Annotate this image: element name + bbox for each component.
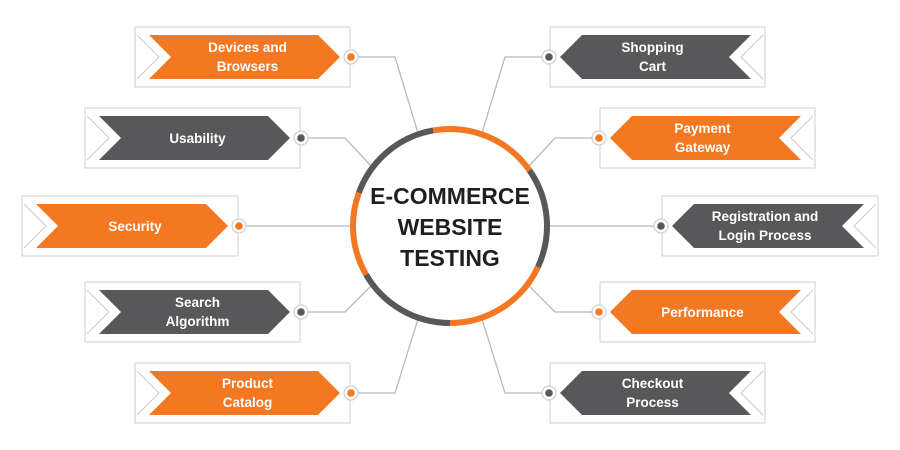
item-banner	[541, 26, 766, 88]
ribbon-body	[560, 371, 751, 415]
item-banners	[21, 26, 879, 424]
chevron-tail	[790, 115, 814, 161]
ribbon-body	[149, 371, 340, 415]
connector-dot-core	[657, 222, 665, 230]
item-banner	[134, 26, 359, 88]
ribbon-body	[610, 116, 801, 160]
ring-segment	[363, 272, 451, 326]
connector-lines	[239, 56, 661, 394]
item-banner	[21, 195, 247, 257]
connector-dot-core	[595, 308, 603, 316]
ribbon-body	[99, 290, 290, 334]
ribbon-body	[99, 116, 290, 160]
connector-dot-core	[347, 53, 355, 61]
connector-line	[301, 283, 373, 313]
connector-dot-core	[545, 53, 553, 61]
connector-line	[526, 137, 599, 169]
connector-dot-core	[297, 308, 305, 316]
connector-line	[351, 56, 420, 135]
connector-dot-core	[595, 134, 603, 142]
chevron-tail	[136, 370, 160, 416]
item-banner	[653, 195, 879, 257]
ribbon-body	[149, 35, 340, 79]
item-label: Devices and Browsers	[208, 40, 287, 74]
chevron-tail	[740, 370, 764, 416]
connector-dot-core	[347, 389, 355, 397]
item-banner	[84, 107, 309, 169]
chevron-tail	[853, 203, 877, 249]
item-label: Usability	[169, 130, 226, 146]
chevron-tail	[86, 115, 110, 161]
item-label: Registration and Login Process	[711, 209, 819, 243]
connector-line	[527, 283, 599, 313]
item-label: Payment Gateway	[674, 121, 731, 155]
item-banner	[541, 362, 766, 424]
connector-dot-core	[235, 222, 243, 230]
center-title: E-COMMERCE WEBSITE TESTING	[370, 183, 530, 271]
item-label: Performance	[661, 304, 744, 320]
chevron-tail	[136, 34, 160, 80]
ribbon-body	[672, 204, 864, 248]
item-banner	[591, 107, 816, 169]
chevron-tail	[86, 289, 110, 335]
center-ring	[350, 126, 550, 326]
ribbon-body	[36, 204, 228, 248]
item-label: Shopping Cart	[621, 40, 684, 74]
connector-line	[480, 56, 549, 135]
ribbon-body	[560, 35, 751, 79]
item-banner	[134, 362, 359, 424]
connector-dot-core	[545, 389, 553, 397]
ring-segment	[432, 126, 532, 173]
item-banner	[591, 281, 816, 343]
ring-segment	[350, 191, 369, 276]
connector-dot-core	[297, 134, 305, 142]
chevron-tail	[740, 34, 764, 80]
connector-line	[480, 317, 549, 394]
chevron-tail	[23, 203, 47, 249]
connector-line	[301, 137, 374, 169]
item-label: Security	[108, 218, 162, 234]
ring-segment	[449, 265, 541, 326]
ring-segment	[526, 168, 550, 269]
item-label: Checkout Process	[621, 376, 684, 410]
connector-line	[351, 317, 420, 394]
item-banner	[84, 281, 309, 343]
item-label: Search Algorithm	[165, 295, 230, 329]
chevron-tail	[790, 289, 814, 335]
ring-segment	[356, 127, 434, 194]
ring-fill	[353, 129, 547, 323]
ribbon-body	[610, 290, 801, 334]
item-label: Product Catalog	[221, 376, 273, 410]
